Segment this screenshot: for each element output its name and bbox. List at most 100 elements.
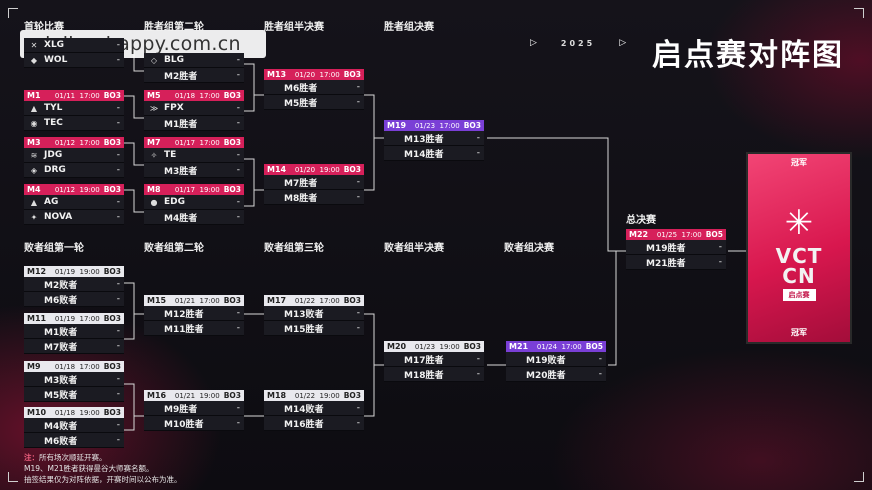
team-name: M5败者 (44, 390, 78, 401)
match-card[interactable]: ✕XLG-◆WOL- (24, 38, 124, 68)
team-score: - (116, 197, 120, 207)
team-row[interactable]: ●EDG- (144, 195, 244, 210)
match-datetime: 01/21 17:00 (170, 297, 220, 305)
match-format: BO3 (343, 391, 361, 400)
note-line: 所有场次顺延开赛。 (39, 453, 107, 462)
team-row[interactable]: M2胜者- (144, 68, 244, 83)
team-row[interactable]: ▲TYL- (24, 101, 124, 116)
team-name: DRG (44, 165, 66, 175)
team-row[interactable]: M4败者- (24, 418, 124, 433)
team-score: - (476, 133, 480, 143)
match-date: 01/18 (174, 91, 196, 100)
team-row[interactable]: M14胜者- (384, 146, 484, 161)
match-date: 01/20 (294, 165, 316, 174)
team-row[interactable]: M19败者- (506, 352, 606, 367)
team-row[interactable]: M3胜者- (144, 163, 244, 178)
team-row[interactable]: M19胜者- (626, 240, 726, 255)
team-row[interactable]: M1败者- (24, 324, 124, 339)
team-row[interactable]: ✧TE- (144, 148, 244, 163)
team-row[interactable]: M20胜者- (506, 367, 606, 382)
match-datetime: 01/17 17:00 (165, 139, 220, 147)
team-row[interactable]: ◉TEC- (24, 116, 124, 131)
round-label-first: 首轮比赛 (24, 22, 64, 33)
round-label-lower-r2: 败者组第二轮 (144, 243, 204, 254)
team-row[interactable]: M5胜者- (264, 95, 364, 110)
team-score: - (718, 257, 722, 267)
team-name: M13胜者 (404, 134, 444, 145)
team-row[interactable]: M13胜者 - (384, 131, 484, 146)
team-row[interactable]: M18胜者- (384, 367, 484, 382)
team-name: TYL (44, 103, 63, 113)
team-row[interactable]: ✕XLG- (24, 38, 124, 53)
team-row[interactable]: M12胜者- (144, 306, 244, 321)
team-row[interactable]: ◆WOL- (24, 53, 124, 68)
team-row[interactable]: M5败者- (24, 387, 124, 402)
team-row[interactable]: M11胜者- (144, 321, 244, 336)
match-format: BO3 (223, 185, 241, 194)
team-name: M10胜者 (164, 419, 204, 430)
team-row[interactable]: M6败者- (24, 292, 124, 307)
match-date: 01/18 (54, 362, 76, 371)
team-row[interactable]: M15胜者- (264, 321, 364, 336)
team-logo-icon: ● (150, 197, 158, 207)
match-date: 01/19 (54, 314, 76, 323)
team-name: M1胜者 (164, 119, 198, 130)
team-row[interactable]: ◇BLG- (144, 53, 244, 68)
match-datetime: 01/23 17:00 (410, 122, 460, 130)
team-row[interactable]: M7胜者- (264, 175, 364, 190)
team-row[interactable]: M8胜者- (264, 190, 364, 205)
team-row[interactable]: M2败者- (24, 277, 124, 292)
team-row[interactable]: M13败者- (264, 306, 364, 321)
match-id: M12 (27, 267, 47, 276)
team-row[interactable]: M3败者- (24, 372, 124, 387)
team-row[interactable]: M6败者- (24, 433, 124, 448)
team-row[interactable]: M9胜者- (144, 401, 244, 416)
team-row[interactable]: M10胜者- (144, 416, 244, 431)
team-score: - (356, 403, 360, 413)
team-name: M14胜者 (404, 149, 444, 160)
match-date: 01/25 (656, 230, 678, 239)
team-row[interactable]: M4胜者- (144, 210, 244, 225)
team-row[interactable]: ≋JDG- (24, 148, 124, 163)
team-row[interactable]: M16胜者- (264, 416, 364, 431)
team-score: - (116, 374, 120, 384)
team-row[interactable]: M6胜者- (264, 80, 364, 95)
team-row[interactable]: M7败者- (24, 339, 124, 354)
team-score: - (116, 165, 120, 175)
match-time: 17:00 (79, 91, 100, 100)
match-id: M3 (27, 138, 41, 147)
team-row[interactable]: ◈ DRG - (24, 163, 124, 178)
team-row[interactable]: M21胜者- (626, 255, 726, 270)
team-row[interactable]: M17胜者- (384, 352, 484, 367)
match-card[interactable]: ◇BLG-M2胜者- (144, 53, 244, 83)
team-row[interactable]: ≫FPX- (144, 101, 244, 116)
team-row[interactable]: ✦NOVA- (24, 210, 124, 225)
team-row[interactable]: M14败者- (264, 401, 364, 416)
team-name: JDG (44, 150, 63, 160)
team-row[interactable]: ▲AG- (24, 195, 124, 210)
team-logo-icon: ◈ (30, 165, 38, 175)
team-row[interactable]: M1胜者- (144, 116, 244, 131)
